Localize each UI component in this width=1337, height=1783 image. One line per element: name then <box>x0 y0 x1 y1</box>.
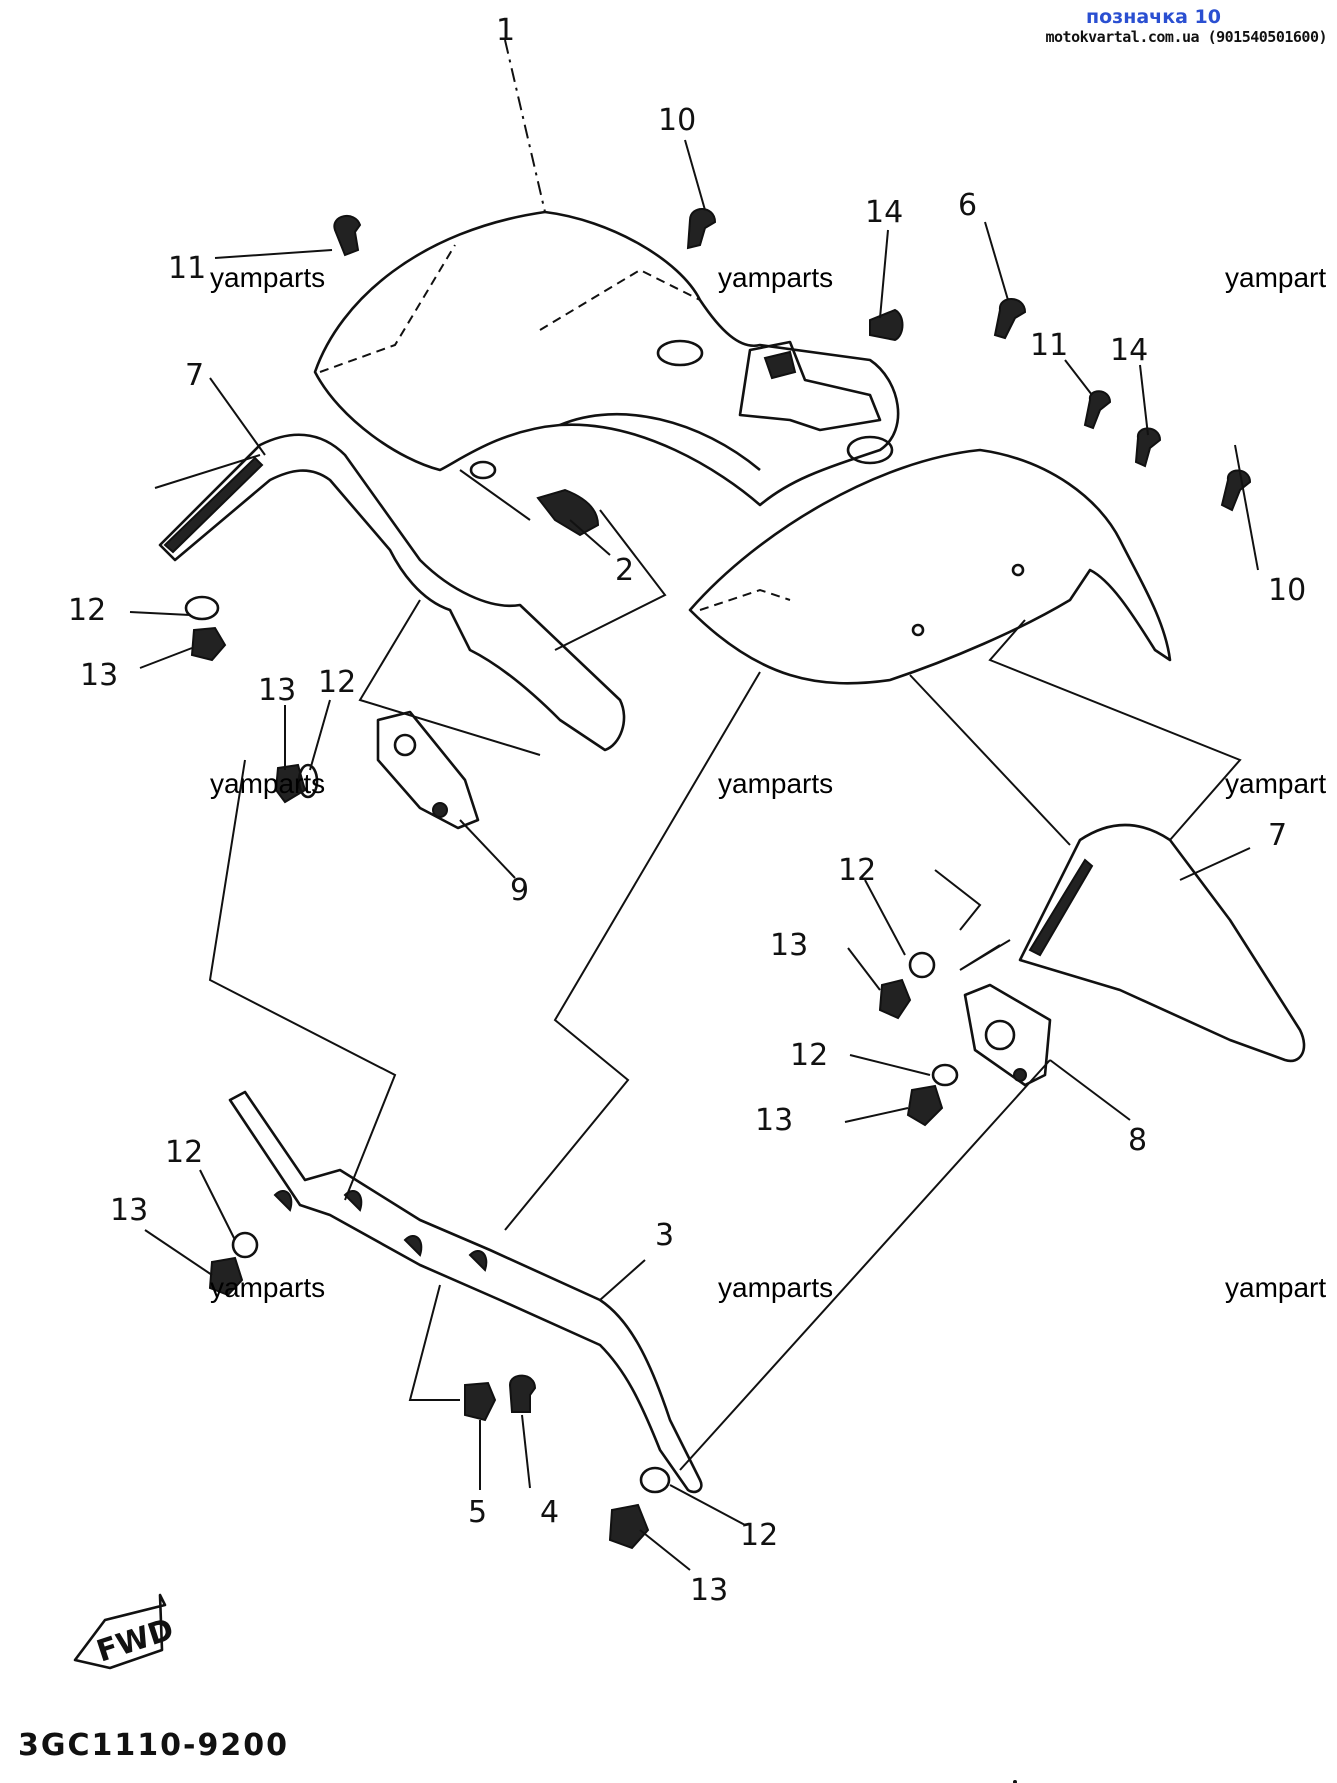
watermark: yampart <box>1225 262 1327 293</box>
callout-number: 12 <box>838 853 876 888</box>
callout-number: 3 <box>655 1218 674 1253</box>
watermark: yamparts <box>718 1272 834 1303</box>
callout-number: 12 <box>165 1135 203 1170</box>
diagram-code: 3GC1110-9200 <box>18 1728 289 1763</box>
watermark: yamparts <box>718 262 834 293</box>
callout-number: 12 <box>318 665 356 700</box>
bracket-part-14 <box>738 340 882 432</box>
callout-number: 4 <box>540 1495 559 1530</box>
callout-number: 1 <box>496 13 515 48</box>
watermark: yamparts <box>210 1272 326 1303</box>
callout-number: 11 <box>1030 328 1068 363</box>
callout-number: 8 <box>1128 1123 1147 1158</box>
fwd-arrow: FWD <box>73 1593 178 1670</box>
watermark: yamparts <box>210 262 326 293</box>
callout-numbers: 1 10 14 6 11 11 14 10 7 2 12 13 13 12 9 … <box>68 13 1306 1608</box>
callout-number: 11 <box>168 251 206 286</box>
page-header: позначка 10 motokvartal.com.ua (90154050… <box>1045 6 1327 46</box>
callout-number: 13 <box>80 658 118 693</box>
callout-number: 6 <box>958 188 977 223</box>
callout-number: 10 <box>1268 573 1306 608</box>
callout-number: 13 <box>755 1103 793 1138</box>
callout-number: 7 <box>1268 818 1287 853</box>
header-site: motokvartal.com.ua (901540501600) <box>1045 28 1327 46</box>
callout-number: 12 <box>68 593 106 628</box>
fasteners <box>184 208 1252 1550</box>
header-title: позначка 10 <box>1086 6 1221 28</box>
watermark: yamparts <box>718 768 834 799</box>
callout-number: 13 <box>770 928 808 963</box>
plate-part-9 <box>376 710 480 830</box>
stay-part-7-right <box>1018 823 1306 1063</box>
fender-part-1 <box>313 210 900 507</box>
callout-number: 13 <box>110 1193 148 1228</box>
fender-part-1-right <box>688 435 1172 685</box>
watermark: yamparts <box>210 768 326 799</box>
plate-part-8 <box>963 983 1052 1087</box>
stay-part-7-left <box>158 433 626 752</box>
callout-number: 13 <box>690 1573 728 1608</box>
watermark: yampart <box>1225 768 1327 799</box>
callout-number: 14 <box>865 195 903 230</box>
callout-number: 7 <box>185 358 204 393</box>
bar-part-3 <box>228 1090 703 1494</box>
leader-lines <box>129 39 1259 1571</box>
callout-number: 12 <box>790 1038 828 1073</box>
callout-number: 13 <box>258 673 296 708</box>
watermark: yampart <box>1225 1272 1327 1303</box>
callout-number: 5 <box>468 1495 487 1530</box>
callout-number: 12 <box>740 1518 778 1553</box>
dot-mark <box>1013 1780 1017 1783</box>
callout-number: 9 <box>510 873 529 908</box>
callout-number: 10 <box>658 103 696 138</box>
callout-number: 14 <box>1110 333 1148 368</box>
callout-number: 2 <box>615 553 634 588</box>
